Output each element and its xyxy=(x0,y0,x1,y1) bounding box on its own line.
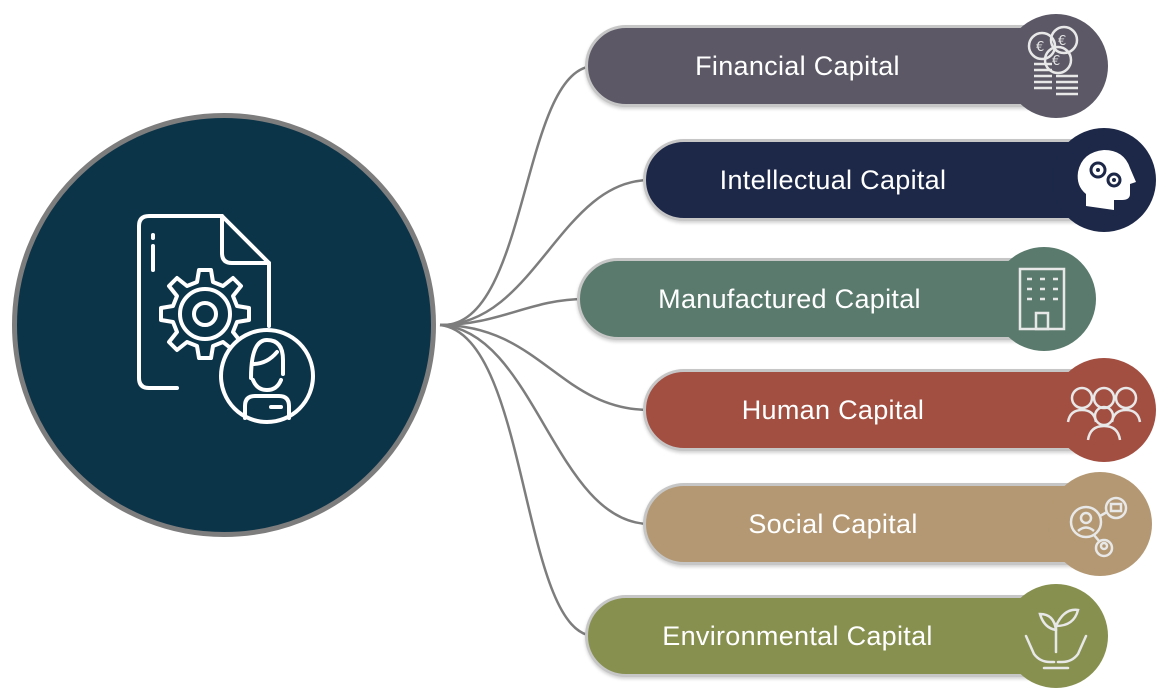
social-capital-label: Social Capital xyxy=(748,508,918,539)
manufactured-capital-label: Manufactured Capital xyxy=(658,283,921,314)
office-building-icon xyxy=(1018,267,1066,331)
connector-environmental xyxy=(439,323,596,638)
connector-manufactured xyxy=(439,297,586,327)
social-capital-pill: Social Capital xyxy=(643,483,1113,565)
human-capital-label: Human Capital xyxy=(741,394,925,425)
human-capital-pill: Human Capital xyxy=(643,369,1113,451)
intellectual-capital-pill: Intellectual Capital xyxy=(643,139,1113,221)
manufactured-icon-badge xyxy=(992,247,1096,351)
human-icon-badge xyxy=(1052,358,1156,462)
svg-text:€: € xyxy=(1058,34,1066,49)
intellectual-icon-badge xyxy=(1052,128,1156,232)
social-icon-badge xyxy=(1048,472,1152,576)
social-network-icon xyxy=(1069,496,1128,558)
financial-icon-badge: € € € xyxy=(1004,14,1108,118)
connector-financial xyxy=(439,64,596,327)
document-gear-person-icon xyxy=(137,214,315,424)
connector-intellectual xyxy=(439,178,651,327)
coins-stack-icon: € € € xyxy=(1027,25,1079,96)
financial-capital-label: Financial Capital xyxy=(695,50,900,81)
environmental-icon-badge xyxy=(1004,584,1108,688)
environmental-capital-label: Environmental Capital xyxy=(662,620,933,651)
plant-in-hands-icon xyxy=(1024,608,1088,670)
connector-human xyxy=(439,323,651,412)
connector-social xyxy=(439,323,651,526)
head-gears-icon xyxy=(1077,150,1136,210)
hub-circle xyxy=(12,113,436,537)
svg-text:€: € xyxy=(1036,40,1044,55)
intellectual-capital-label: Intellectual Capital xyxy=(719,164,947,195)
svg-text:€: € xyxy=(1052,54,1060,69)
people-group-icon xyxy=(1066,386,1142,441)
